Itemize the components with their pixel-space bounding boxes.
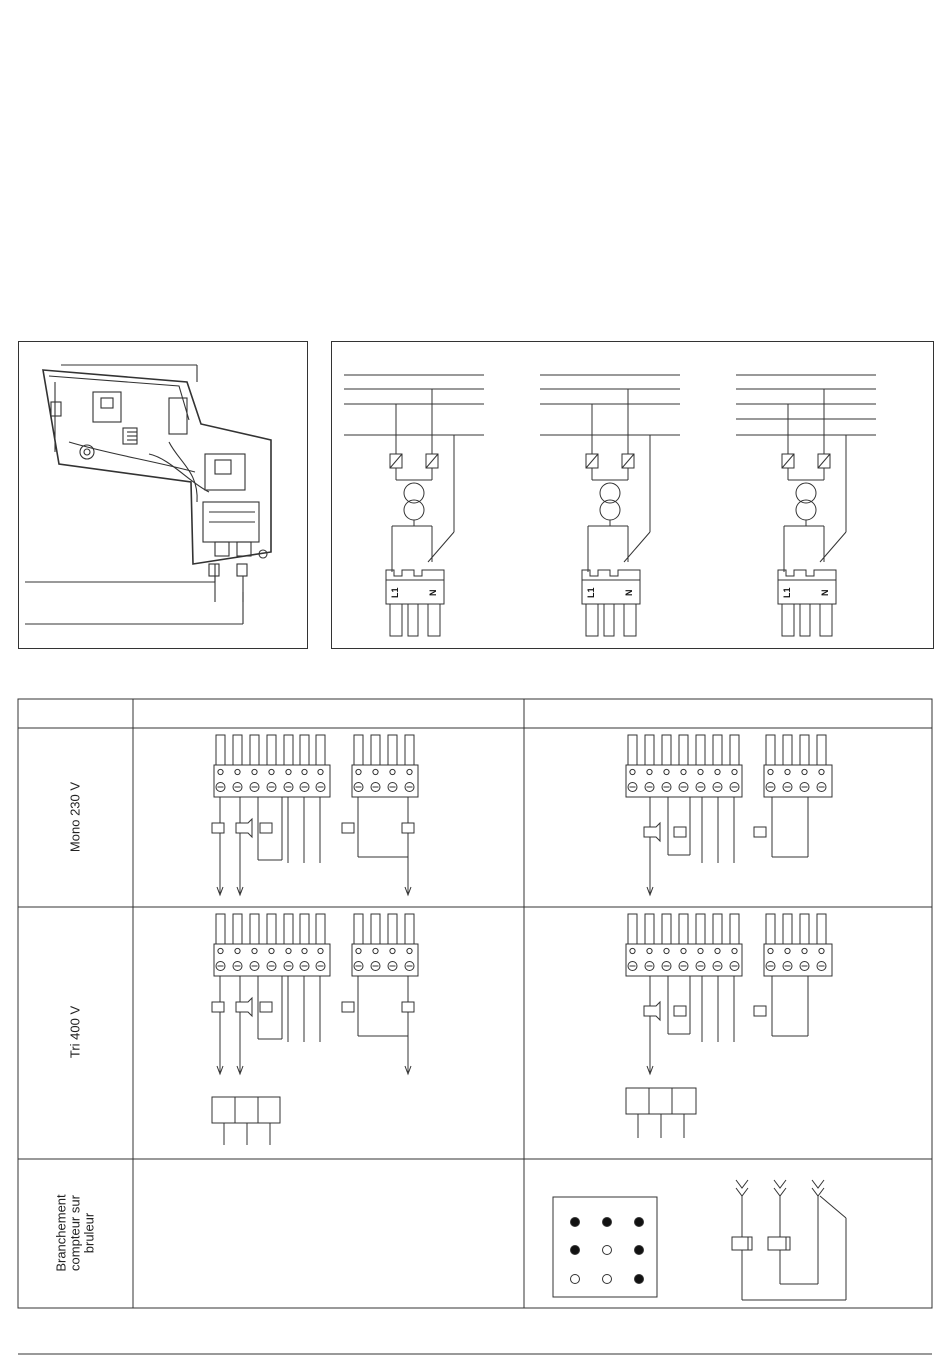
tri-meter-right	[626, 1088, 696, 1138]
connector-pin-filled	[635, 1275, 644, 1284]
connector-pin-filled	[603, 1218, 612, 1227]
wiring-right-tri	[626, 914, 832, 1074]
tri-meter-left	[212, 1097, 280, 1145]
connector-pin-filled	[571, 1246, 580, 1255]
connector-pin-open	[603, 1246, 612, 1255]
connector-pin-filled	[571, 1218, 580, 1227]
wiring-left-mono	[212, 735, 418, 895]
connector-pin-open	[571, 1275, 580, 1284]
row-label-branchement: Branchement compteur sur bruleur	[18, 1212, 133, 1256]
wiring-left-tri	[212, 914, 418, 1074]
connector-pin-filled	[635, 1218, 644, 1227]
row-label-tri: Tri 400 V	[18, 1025, 133, 1041]
row-label-mono: Mono 230 V	[18, 810, 133, 826]
counter-wiring	[732, 1180, 846, 1300]
connector-pin-filled	[635, 1246, 644, 1255]
connector-pin-open	[603, 1275, 612, 1284]
wiring-right-mono	[626, 735, 832, 895]
